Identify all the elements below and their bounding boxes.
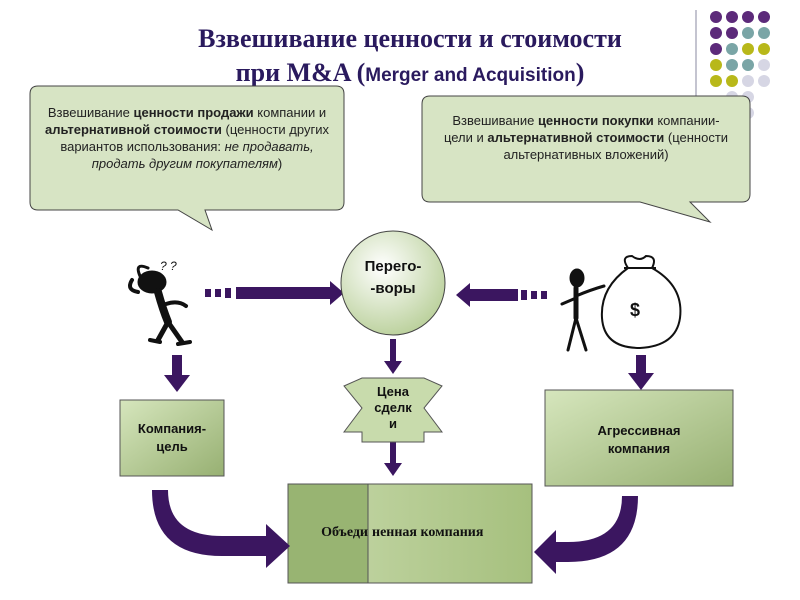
deal-price-label: Цена сделк и <box>374 384 412 431</box>
right-callout-bubble <box>421 95 751 224</box>
aggressive-company-label: Агрессивная компания <box>597 423 681 456</box>
merged-company-label-left: Объеди <box>321 525 368 540</box>
decorative-dot <box>726 27 738 39</box>
merged-company-left-part <box>287 483 369 584</box>
buyer-to-aggressive-arrow <box>628 355 654 390</box>
decorative-dot <box>726 11 738 23</box>
decorative-dot <box>742 11 754 23</box>
decorative-dot <box>726 43 738 55</box>
target-to-merged-curved-arrow <box>152 490 290 568</box>
page-title: Взвешивание ценности и стоимости при M&A… <box>120 22 700 93</box>
title-line-2-suffix: ) <box>575 58 585 87</box>
title-line-2-sub: Merger and Acquisition <box>365 65 576 86</box>
decorative-dot <box>710 43 722 55</box>
question-marks: ? ? <box>160 259 177 273</box>
right-callout-text: Взвешивание ценности покупки компании-це… <box>440 112 732 163</box>
target-company-box <box>119 399 225 477</box>
title-line-1: Взвешивание ценности и стоимости <box>198 24 622 53</box>
right-callout-part-4: альтернативной стоимости <box>487 130 665 145</box>
decorative-dot <box>742 75 754 87</box>
left-callout-text: Взвешивание ценности продажи компании и … <box>44 104 330 172</box>
left-callout-part-2: ценности продажи <box>133 105 254 120</box>
aggressive-to-merged-curved-arrow <box>534 496 638 574</box>
buyer-to-negotiation-arrow <box>456 283 547 307</box>
merged-company-label-right: ненная компания <box>372 525 484 540</box>
seller-to-negotiation-arrow <box>205 281 344 305</box>
title-line-2: при M&A (Merger and Acquisition) <box>120 56 700 93</box>
negotiation-circle <box>340 230 446 336</box>
aggressive-company-box <box>544 389 734 487</box>
decorative-dot <box>742 43 754 55</box>
decorative-dot <box>758 75 770 87</box>
seller-to-target-arrow <box>164 355 190 392</box>
right-callout-part-5: (ценности альтернативных вложений) <box>503 130 729 162</box>
left-callout-bubble <box>29 85 345 232</box>
decorative-dot <box>710 27 722 39</box>
left-callout-part-4: альтернативной стоимости <box>45 122 222 137</box>
left-callout-part-5: (ценности других вариантов использования… <box>60 122 329 154</box>
decorative-dot <box>758 59 770 71</box>
stick-figure-with-money-bag-icon <box>560 268 606 352</box>
decorative-dot <box>726 59 738 71</box>
left-callout-part-7: ) <box>277 156 283 171</box>
dollar-symbol: $ <box>630 300 640 320</box>
right-callout-part-3: компании-цели и <box>443 113 720 145</box>
negotiation-label: Перего- -воры <box>364 258 422 297</box>
decorative-dot <box>742 27 754 39</box>
decorative-dot <box>758 11 770 23</box>
right-callout-part-2: ценности покупки <box>537 113 654 128</box>
decorative-dot <box>758 43 770 55</box>
decorative-dot <box>710 75 722 87</box>
decorative-dot <box>758 27 770 39</box>
left-callout-part-6: не продавать, продать другим покупателям <box>91 139 314 171</box>
title-line-2-prefix: при M&A ( <box>235 58 366 87</box>
decorative-dot <box>726 75 738 87</box>
left-callout-part-1: Взвешивание <box>47 105 134 120</box>
confused-stick-figure-icon <box>128 264 192 346</box>
decorative-dot <box>710 11 722 23</box>
negotiation-to-price-arrow <box>384 339 402 374</box>
decorative-dot <box>742 59 754 71</box>
price-to-merged-arrow <box>384 440 402 476</box>
decorative-dot <box>710 59 722 71</box>
left-callout-part-3: компании и <box>253 105 327 120</box>
target-company-label: Компания- цель <box>137 421 207 454</box>
money-bag-icon <box>600 254 682 350</box>
deal-price-banner <box>343 377 443 443</box>
right-callout-part-1: Взвешивание <box>452 113 538 128</box>
